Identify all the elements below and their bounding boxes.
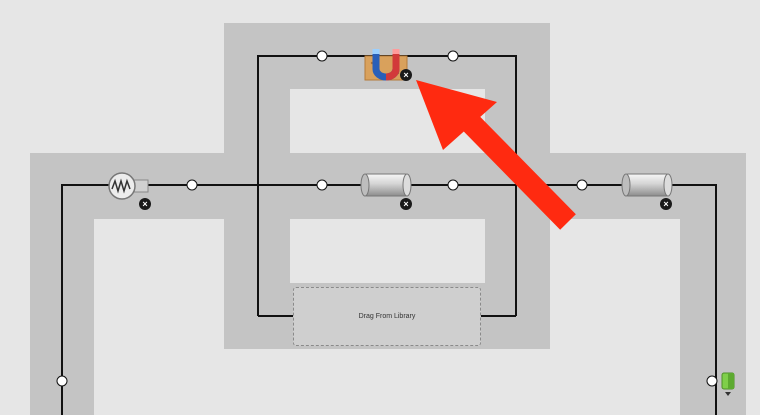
pipe-segment-component[interactable]: [621, 173, 673, 197]
delete-heater-button[interactable]: ×: [139, 198, 151, 210]
delete-pipe-segment-button[interactable]: ×: [660, 198, 672, 210]
connection-node[interactable]: [316, 179, 328, 191]
connection-node[interactable]: [186, 179, 198, 191]
connection-node[interactable]: [447, 50, 459, 62]
connection-node[interactable]: [706, 375, 718, 387]
heater-coil-icon: [108, 172, 149, 200]
pipe-segment-component[interactable]: [360, 173, 412, 197]
outlet-valve-component[interactable]: [719, 371, 739, 397]
pipe-segment-icon: [621, 173, 673, 197]
drop-zone-placeholder[interactable]: Drag From Library: [293, 287, 481, 346]
pipe-segment-icon: [360, 173, 412, 197]
outlet-valve-icon: [721, 372, 735, 396]
delete-pipe-segment-button[interactable]: ×: [400, 198, 412, 210]
connection-node[interactable]: [316, 50, 328, 62]
delete-magnet-button[interactable]: ×: [400, 69, 412, 81]
connection-node[interactable]: [56, 375, 68, 387]
track-hole-lower: [290, 219, 485, 283]
drop-zone-label: Drag From Library: [358, 313, 416, 320]
connection-node[interactable]: [447, 179, 459, 191]
heater-component[interactable]: [106, 172, 150, 200]
connection-node[interactable]: [576, 179, 588, 191]
